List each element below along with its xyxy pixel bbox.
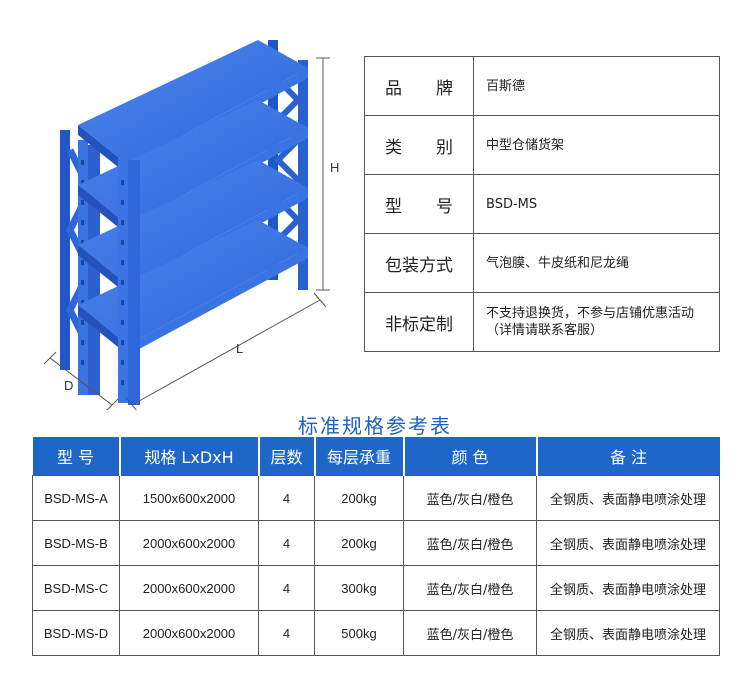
spec-header-row: 型 号 规格 LxDxH 层数 每层承重 颜 色 备 注: [32, 437, 720, 476]
info-value-line2: （详情请联系客服）: [486, 323, 604, 338]
info-label: 非标定制: [364, 292, 474, 352]
cell-color: 蓝色/灰白/橙色: [403, 520, 537, 566]
table-row: BSD-MS-A 1500x600x2000 4 200kg 蓝色/灰白/橙色 …: [32, 475, 720, 521]
info-value: 中型仓储货架: [473, 115, 720, 175]
info-label: 品 牌: [364, 56, 474, 116]
info-row-brand: 品 牌 百斯德: [364, 56, 720, 116]
header-color: 颜 色: [402, 437, 537, 476]
header-size: 规格 LxDxH: [118, 437, 259, 476]
info-row-custom: 非标定制 不支持退换货，不参与店铺优惠活动 （详情请联系客服）: [364, 292, 720, 352]
spec-table: 型 号 规格 LxDxH 层数 每层承重 颜 色 备 注 BSD-MS-A 15…: [32, 437, 720, 656]
info-row-packaging: 包装方式 气泡膜、牛皮纸和尼龙绳: [364, 233, 720, 293]
cell-color: 蓝色/灰白/橙色: [403, 610, 537, 656]
table-row: BSD-MS-C 2000x600x2000 4 300kg 蓝色/灰白/橙色 …: [32, 565, 720, 611]
header-remark: 备 注: [535, 437, 720, 476]
height-label: H: [330, 160, 339, 175]
cell-size: 2000x600x2000: [119, 520, 259, 566]
upright-front-right: [128, 160, 140, 405]
cell-remark: 全钢质、表面静电喷涂处理: [536, 475, 720, 521]
cell-color: 蓝色/灰白/橙色: [403, 565, 537, 611]
cell-size: 2000x600x2000: [119, 565, 259, 611]
cell-model: BSD-MS-A: [32, 475, 120, 521]
cell-model: BSD-MS-B: [32, 520, 120, 566]
length-label: L: [236, 341, 243, 356]
depth-label: D: [64, 378, 73, 393]
info-label: 类 别: [364, 115, 474, 175]
table-row: BSD-MS-B 2000x600x2000 4 200kg 蓝色/灰白/橙色 …: [32, 520, 720, 566]
cell-remark: 全钢质、表面静电喷涂处理: [536, 520, 720, 566]
info-value-line1: 不支持退换货，不参与店铺优惠活动: [486, 306, 695, 321]
cell-load: 500kg: [314, 610, 404, 656]
shelf-rack-illustration: H L D: [43, 40, 339, 410]
cell-layers: 4: [258, 520, 315, 566]
header-load: 每层承重: [313, 437, 404, 476]
cell-model: BSD-MS-C: [32, 565, 120, 611]
info-value: 不支持退换货，不参与店铺优惠活动 （详情请联系客服）: [473, 292, 720, 352]
info-value: 气泡膜、牛皮纸和尼龙绳: [473, 233, 720, 293]
info-row-model: 型 号 BSD-MS: [364, 174, 720, 234]
info-row-category: 类 别 中型仓储货架: [364, 115, 720, 175]
cell-remark: 全钢质、表面静电喷涂处理: [536, 610, 720, 656]
header-model: 型 号: [32, 437, 120, 476]
rear-upright-right: [268, 40, 278, 280]
cell-load: 300kg: [314, 565, 404, 611]
info-label: 包装方式: [364, 233, 474, 293]
spec-table-title: 标准规格参考表: [298, 414, 452, 438]
info-label: 型 号: [364, 174, 474, 234]
cell-load: 200kg: [314, 520, 404, 566]
upright-right-front: [298, 60, 308, 290]
cell-remark: 全钢质、表面静电喷涂处理: [536, 565, 720, 611]
cell-color: 蓝色/灰白/橙色: [403, 475, 537, 521]
info-value: BSD-MS: [473, 174, 720, 234]
cell-size: 2000x600x2000: [119, 610, 259, 656]
cell-model: BSD-MS-D: [32, 610, 120, 656]
cell-load: 200kg: [314, 475, 404, 521]
cell-layers: 4: [258, 475, 315, 521]
info-value: 百斯德: [473, 56, 720, 116]
cell-layers: 4: [258, 565, 315, 611]
header-layers: 层数: [257, 437, 315, 476]
product-info-table: 品 牌 百斯德 类 别 中型仓储货架 型 号 BSD-MS 包装方式 气泡膜、牛…: [364, 56, 720, 352]
cell-layers: 4: [258, 610, 315, 656]
table-row: BSD-MS-D 2000x600x2000 4 500kg 蓝色/灰白/橙色 …: [32, 610, 720, 656]
cell-size: 1500x600x2000: [119, 475, 259, 521]
